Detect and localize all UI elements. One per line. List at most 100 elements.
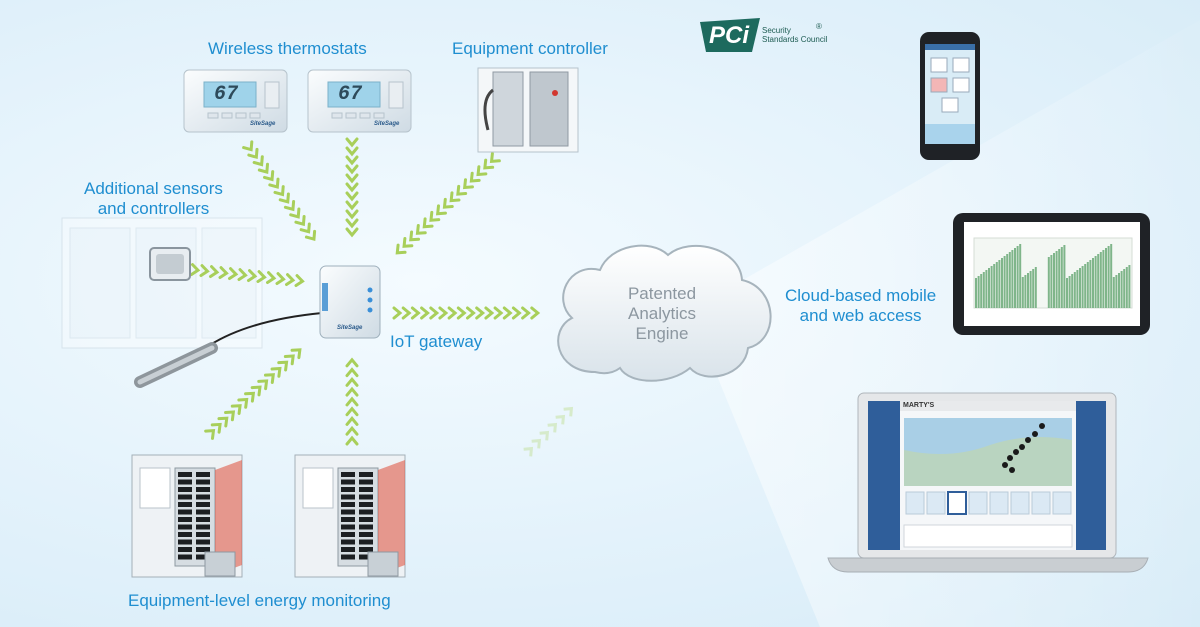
tablet-chart-bar	[1021, 277, 1024, 308]
tablet-chart-bar	[975, 278, 977, 308]
arrow-chevron	[242, 140, 254, 152]
tablet-chart-bar	[993, 264, 996, 308]
breaker	[359, 509, 373, 515]
arrow-chevron	[345, 416, 359, 426]
arrow-chevron	[345, 406, 359, 417]
tablet-chart-bar	[1092, 258, 1094, 308]
breaker	[341, 517, 355, 522]
arrow-chevron	[263, 170, 275, 182]
map-pin	[1002, 462, 1008, 468]
arrow-chevron	[511, 306, 522, 320]
tablet-chart	[973, 237, 1133, 309]
analytics-cloud	[557, 244, 772, 382]
breaker	[359, 554, 373, 560]
electrical-panel-1	[131, 454, 243, 578]
arrow-chevron	[256, 270, 267, 284]
tablet-chart-bar	[1068, 276, 1071, 308]
arrow-chevron	[469, 171, 481, 183]
breaker	[178, 472, 192, 477]
arrow-chevron	[489, 152, 501, 164]
breaker	[196, 494, 210, 500]
laptop-tiles	[905, 491, 1072, 515]
breaker	[178, 524, 192, 530]
additional-sensor-device	[149, 247, 191, 281]
laptop-device	[827, 392, 1149, 573]
tablet-chart-bar	[1006, 254, 1009, 308]
breaker	[178, 547, 192, 552]
tablet-chart-bar	[1001, 258, 1003, 308]
label-additional-sensors-line1: Additional sensors	[84, 179, 223, 198]
breaker	[341, 479, 355, 485]
arrow-chevron	[290, 348, 302, 360]
arrow-chevron	[422, 217, 434, 229]
map-pin	[1032, 431, 1038, 437]
breaker	[359, 494, 373, 500]
tablet-chart-bar	[1115, 275, 1118, 308]
arrow-chevron	[275, 272, 286, 286]
temperature-probe	[134, 312, 323, 388]
breaker	[196, 472, 210, 477]
tablet-chart-bar	[1058, 249, 1061, 308]
arrow-chevron	[294, 274, 305, 288]
breaker	[196, 547, 210, 552]
map-pin	[1009, 467, 1015, 473]
arrow-chevron-faint	[555, 414, 566, 425]
label-wireless-thermostats: Wireless thermostats	[208, 39, 367, 58]
arrow-chevron	[257, 162, 270, 174]
tablet-chart-bar	[1024, 275, 1027, 308]
tablet-chart-bar	[1102, 250, 1105, 308]
tablet-chart-bar	[1063, 245, 1066, 308]
arrow-chevron	[530, 306, 541, 320]
breaker	[341, 524, 355, 530]
arrow-chevron	[345, 164, 359, 175]
arrow-chevron	[462, 178, 474, 190]
pci-logo-mark: PCi	[708, 22, 749, 49]
tablet-chart-bar	[1071, 274, 1074, 308]
tablet-chart-bar	[982, 272, 985, 308]
arrow-chevron	[345, 155, 359, 166]
tablet-chart-bar	[1019, 244, 1022, 308]
arrow-chevron	[278, 192, 290, 204]
breaker	[196, 524, 210, 530]
dashboard-tile	[1010, 491, 1030, 515]
breaker	[359, 502, 373, 507]
dashboard-tile	[947, 491, 967, 515]
breaker	[178, 509, 192, 515]
tablet-chart-bar	[1094, 256, 1097, 308]
arrow-chevron	[265, 271, 277, 285]
tablet-chart-bar	[1110, 244, 1113, 308]
arrow-chevron	[420, 306, 430, 320]
breaker	[178, 479, 192, 485]
arrow-chevron	[345, 396, 359, 407]
tablet-chart-bar	[1120, 271, 1123, 308]
arrow-chevron	[402, 237, 414, 248]
breaker	[196, 532, 210, 537]
arrow-chevron	[299, 222, 311, 234]
tablet-chart-bar	[1079, 268, 1081, 308]
arrow-chevron	[410, 306, 421, 320]
arrow-chevron	[230, 404, 242, 415]
breaker	[196, 517, 210, 522]
arrow-chevron	[345, 137, 359, 148]
wireless-thermostat-2	[307, 69, 412, 133]
arrow-chevron	[218, 266, 229, 280]
arrow-chevron	[456, 306, 467, 320]
tablet-chart-bar	[977, 276, 980, 308]
label-cloud-access-line2: and web access	[799, 306, 922, 325]
breaker	[196, 487, 210, 492]
breaker	[178, 502, 192, 507]
cloud-label-line3: Engine	[635, 324, 689, 343]
breaker-grid-2	[341, 472, 373, 560]
arrow-chevron	[483, 158, 495, 170]
tablet-chart-bar	[1032, 269, 1035, 308]
tablet-chart-bar	[998, 260, 1001, 308]
arrow-chevron	[345, 425, 359, 436]
arrow-chevron	[395, 243, 407, 255]
arrow-chevron	[289, 207, 301, 219]
breaker	[196, 509, 210, 515]
tablet-chart-bar	[1073, 272, 1076, 308]
arrow-chevron	[521, 306, 531, 320]
arrow-chevron	[438, 306, 449, 320]
tablet-device	[953, 213, 1150, 335]
